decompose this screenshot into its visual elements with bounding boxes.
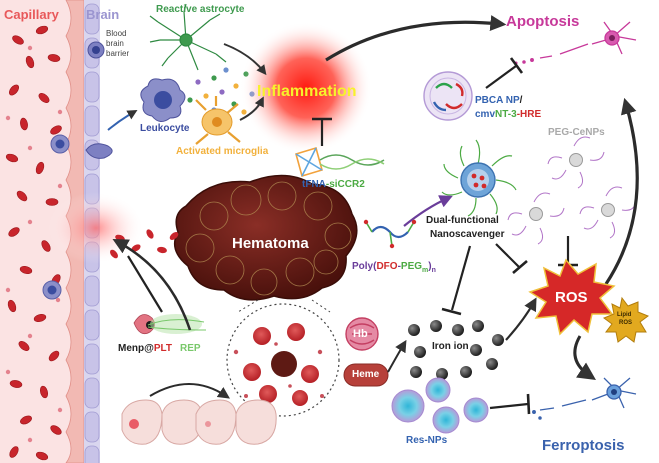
dash-text: - [397, 261, 401, 272]
activated-microglia [195, 96, 241, 145]
heme-label: Heme [352, 369, 380, 380]
inhibit-pbca-bar [509, 57, 524, 74]
lipid-ros-label-line2: ROS [619, 320, 633, 326]
brain-slice-before [121, 399, 203, 445]
tfna-structure [295, 146, 385, 178]
arrow-iron-to-ros [505, 297, 537, 341]
poly-suffix-text: ) [428, 261, 432, 272]
ros-label: ROS [555, 289, 588, 306]
pbca-slash: / [519, 95, 523, 106]
poly-dfo-peg-label: Poly(DFO-PEGm)n [352, 261, 436, 275]
arrow-hematoma-to-bbb [112, 239, 192, 331]
apoptotic-neuron [514, 21, 637, 65]
pbca-np [423, 71, 473, 121]
bbb-label-line3: barrier [106, 49, 130, 58]
hb-label: Hb [353, 328, 368, 340]
m-sub-text: m [422, 267, 429, 274]
zoom-circle [226, 303, 340, 417]
plt-text: PLT [153, 343, 173, 354]
cmv-nt3-hre-label: cmvNT-3-HRE [475, 110, 541, 120]
peg-cenps [507, 136, 637, 245]
lipid-ros-burst [602, 296, 650, 343]
bbb-leak-glow [48, 192, 144, 264]
arrow-poly-to-nanoscavenger [403, 195, 453, 227]
capillary-leukocytes [42, 134, 70, 300]
res-nps-label: Res-NPs [406, 435, 448, 446]
n-sub-text: n [431, 267, 436, 274]
pbca-np-text: PBCA NP [475, 95, 520, 106]
inhibit-nano-ros-bar [512, 260, 528, 274]
arrow-inflammation-to-apoptosis [325, 15, 507, 62]
peg-cenp-cores [529, 153, 615, 221]
reactive-astrocyte-label: Reactive astrocyte [156, 4, 245, 15]
dfo-text: DFO [376, 261, 398, 272]
peg-text: PEG [400, 261, 423, 272]
bbb-label-line1: Blood [106, 29, 127, 38]
menp-plt-cell [133, 314, 207, 335]
lipid-ros-label-line1: Lipid [617, 312, 632, 318]
peg-cenps-label: PEG-CeNPs [548, 127, 605, 138]
capillary-label: Capillary [4, 7, 59, 22]
lysing-red-blood-cells [233, 323, 324, 406]
dual-functional-label-line1: Dual-functional [426, 215, 499, 226]
inhibit-menp-line [127, 255, 163, 313]
inflammation-glow [240, 22, 372, 154]
arrow-microglia-to-inflammation [239, 96, 264, 121]
inhibit-nano-ros-line [495, 243, 521, 269]
capillary-platelets [5, 45, 63, 443]
ros-burst [528, 258, 616, 336]
transmigrating-leukocytes [85, 41, 113, 159]
inhibit-res-bar [526, 393, 531, 415]
inhibit-res-line [489, 402, 529, 410]
leukocyte-label: Leukocyte [140, 123, 190, 134]
dual-functional-label-line2: Nanoscavenger [430, 229, 505, 240]
hematoma-mass [173, 174, 358, 301]
arrow-heme-to-iron [387, 339, 407, 373]
arrow-ros-to-ferroptosis [573, 335, 596, 380]
tfna-sirna-label: tFNA-siCCR2 [302, 180, 365, 190]
rep-label: REP [180, 343, 201, 354]
iron-ions [408, 320, 504, 380]
hre-text: -HRE [516, 109, 542, 120]
iron-ion-label: Iron ion [432, 341, 469, 352]
arrow-astrocyte-to-inflammation [223, 43, 267, 76]
arrow-leukocyte-migration [107, 110, 138, 131]
brain-label: Brain [86, 7, 120, 22]
res-nps [391, 377, 489, 434]
sirna-text: -siCCR2 [325, 179, 365, 190]
poly-dfo-peg-polymer [363, 219, 417, 249]
ferroptotic-neuron [532, 377, 637, 420]
apoptosis-label: Apoptosis [506, 13, 580, 30]
menp-plt-label: Menp@PLT [118, 344, 172, 354]
arrow-ros-to-apoptosis [604, 97, 639, 285]
nt3-text: NT-3 [495, 109, 517, 120]
inhibit-pbca-line [485, 65, 517, 89]
zoom-lines [237, 299, 331, 313]
inhibit-nano-iron-line [450, 245, 472, 311]
cmv-text: cmv [475, 109, 496, 120]
ferroptosis-label: Ferroptosis [542, 437, 625, 454]
inhibit-nano-iron-bar [441, 307, 462, 316]
tfna-text: tFNA [302, 179, 326, 190]
bbb-label-line2: brain [106, 39, 124, 48]
heme-pill [343, 363, 389, 387]
hematoma-label: Hematoma [232, 235, 309, 252]
hemoglobin [345, 317, 379, 351]
arrow-slice-progress [149, 383, 230, 399]
brain-slice-after [195, 399, 277, 445]
inflammation-label: Inflammation [257, 83, 357, 100]
activated-microglia-label: Activated microglia [176, 146, 269, 157]
poly-prefix-text: Poly( [352, 261, 377, 272]
leukocyte-cell [140, 78, 186, 122]
reactive-astrocyte [149, 3, 227, 71]
dual-functional-nanoscavenger [441, 139, 517, 217]
menp-text: Menp@ [118, 343, 154, 354]
pbca-np-label: PBCA NP/ [475, 96, 522, 106]
